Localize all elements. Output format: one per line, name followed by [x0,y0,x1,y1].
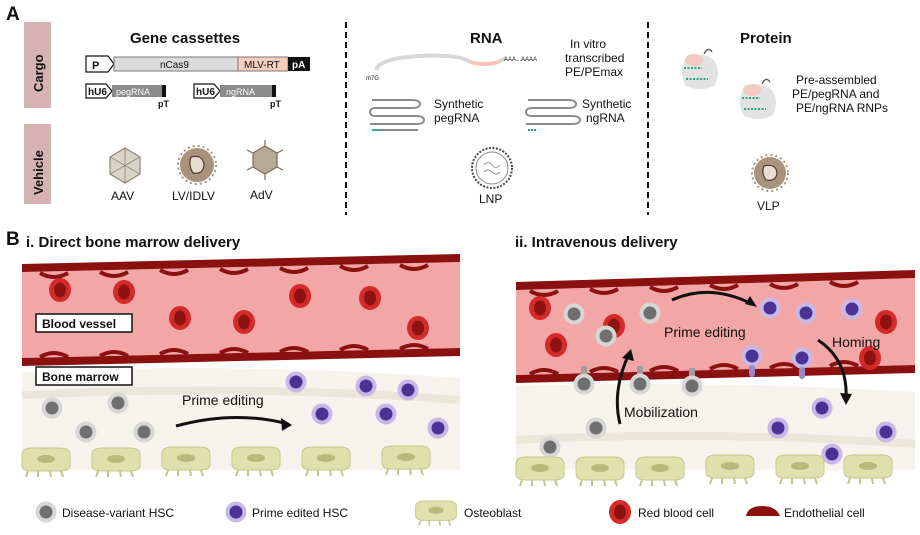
vehicle-label-box [24,124,51,204]
legend-endothelial: Endothelial cell [746,506,865,520]
right-homing-label: Homing [832,334,880,350]
rnp-icon-1 [681,48,719,91]
right-prime-arrow [671,290,753,306]
gene-title: Gene cassettes [130,30,240,47]
legend-disease-hsc: Disease-variant HSC [35,501,174,523]
pegrna-cassette: hU6 pegRNA pT [85,83,169,109]
right-homing-arrow [817,338,848,399]
legend-endothelial-label: Endothelial cell [784,506,865,520]
panel-b-left-title: i. Direct bone marrow delivery [26,234,241,251]
cap-label: m7G [366,76,379,82]
adv-icon [246,140,284,180]
panel-b-letter: B [6,229,20,250]
ivt-line-2: transcribed [565,51,624,65]
hu6-a-label: hU6 [88,87,107,98]
promoter-label: P [92,60,99,72]
legend-edited-hsc: Prime edited HSC [225,501,348,523]
ngrna-line-2: ngRNA [586,111,625,125]
pa-label: pA [292,60,305,71]
bone-marrow-label: Bone marrow [42,370,119,384]
protein-desc-1: Pre-assembled [796,73,877,87]
legend-osteoblast: Osteoblast [414,500,522,527]
aav-label: AAV [111,189,134,203]
rnp-icon-2 [739,78,777,121]
ngrna-cassette: hU6 ngRNA pT [193,83,281,109]
pt-b-label: pT [270,99,281,109]
pegrna-line-2: pegRNA [434,111,479,125]
legend-osteoblast-label: Osteoblast [464,506,522,520]
vlp-icon [751,154,789,192]
protein-desc-2: PE/pegRNA and [792,87,879,101]
pe-cassette: P nCas9 MLV-RT pA [85,55,310,73]
left-blood-vessel [22,254,460,366]
right-blood-vessel [516,270,915,383]
cargo-label: Cargo [31,54,46,92]
lnp-icon [471,147,513,189]
right-mobilization-arrow [615,355,630,425]
left-prime-label: Prime editing [182,392,264,408]
vlp-label: VLP [757,199,780,213]
cargo-label-box [24,22,51,108]
legend-rbc: Red blood cell [609,500,714,524]
right-homing-hscs [741,345,813,379]
legend-rbc-label: Red blood cell [638,506,714,520]
right-mobilization-label: Mobilization [624,404,698,420]
protein-title: Protein [740,30,792,47]
left-prime-arrow [175,415,289,428]
synthetic-ngrna-icon [525,99,581,131]
hu6-b-label: hU6 [196,87,215,98]
panel-b-right-title: ii. Intravenous delivery [515,234,678,251]
pt-a-label: pT [158,99,169,109]
ivt-line-3: PE/PEmax [565,65,623,79]
aav-icon [109,147,141,184]
lnp-label: LNP [479,192,502,206]
ivt-line-1: In vitro [570,37,606,51]
legend-edited-label: Prime edited HSC [252,506,348,520]
legend-disease-label: Disease-variant HSC [62,506,174,520]
ncas9-label: nCas9 [160,60,189,71]
ngrna-line-1: Synthetic [582,97,631,111]
adv-label: AdV [250,188,273,202]
synthetic-pegrna-icon [369,99,425,131]
rna-title: RNA [470,30,503,47]
lv-label: LV/IDLV [172,189,215,203]
right-prime-label: Prime editing [664,324,746,340]
polya-label: AAA...AAAA [504,57,537,63]
ngrna-label: ngRNA [226,87,255,97]
panel-a-letter: A [6,4,20,25]
pegrna-line-1: Synthetic [434,97,483,111]
pegrna-label: pegRNA [116,87,150,97]
mlvrt-label: MLV-RT [244,60,280,71]
blood-vessel-label-box [35,313,133,333]
legend: Disease-variant HSC Prime edited HSC Ost… [35,500,865,527]
mrna-strand [374,53,507,71]
blood-vessel-label: Blood vessel [42,317,116,331]
bone-marrow-label-box [35,366,133,386]
right-rolling-hscs [573,366,703,397]
protein-desc-3: PE/ngRNA RNPs [796,101,888,115]
lv-icon [177,145,217,185]
vehicle-label: Vehicle [31,150,46,195]
